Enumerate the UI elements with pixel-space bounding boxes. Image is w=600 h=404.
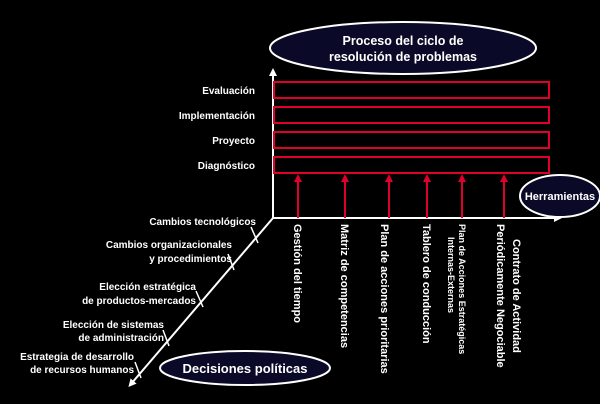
decision-label: Estrategia de desarrollo	[20, 352, 134, 363]
decision-label: de productos-mercados	[82, 296, 196, 307]
tools-label: Herramientas	[525, 191, 595, 203]
policy-decisions-ellipse: Decisiones políticas	[159, 350, 331, 386]
stage-box-diagnostico	[273, 156, 550, 174]
diagonal-axis	[128, 217, 274, 388]
tool-label: Periódicamente Negociable	[494, 224, 506, 368]
tool-labels: Gestión del tiempo Matriz de competencia…	[291, 224, 522, 374]
decision-label: Elección de sistemas	[63, 320, 165, 331]
tool-label: Plan de Acciones Estratégicas	[457, 224, 467, 354]
decision-label: de recursos humanos	[30, 365, 134, 376]
process-cycle-ellipse: Proceso del ciclo de resolución de probl…	[269, 21, 537, 75]
tools-ellipse: Herramientas	[519, 174, 600, 218]
decision-label: Cambios organizacionales	[106, 240, 233, 251]
stage-label: Diagnóstico	[198, 161, 255, 172]
tool-label: Gestión del tiempo	[291, 224, 303, 323]
tool-label: Tablero de conducción	[420, 224, 432, 344]
tool-arrows	[294, 174, 508, 218]
tool-label: Contrato de Actividad	[510, 239, 522, 353]
tool-label: Internas-Externas	[446, 237, 456, 313]
stage-box-proyecto	[273, 131, 550, 149]
stage-label: Implementación	[179, 111, 255, 122]
stage-box-implementacion	[273, 106, 550, 124]
tool-label: Matriz de competencias	[338, 224, 350, 348]
stage-label: Proyecto	[212, 136, 255, 147]
decision-ticks	[134, 226, 259, 379]
decisions-label: Decisiones políticas	[183, 361, 308, 376]
decision-label: Cambios tecnológicos	[149, 217, 256, 228]
decision-label: Elección estratégica	[99, 282, 196, 293]
process-title-line2: resolución de problemas	[329, 50, 477, 64]
tool-label: Plan de acciones prioritarias	[378, 224, 390, 374]
stage-label: Evaluación	[202, 86, 255, 97]
decision-labels: Cambios tecnológicos Cambios organizacio…	[20, 217, 256, 376]
decision-label: de administración	[78, 333, 164, 344]
process-title-line1: Proceso del ciclo de	[343, 34, 464, 48]
stage-box-evaluacion	[273, 81, 550, 99]
stage-rows: Evaluación Implementación Proyecto Diagn…	[179, 81, 550, 174]
decision-label: y procedimientos	[149, 254, 232, 265]
